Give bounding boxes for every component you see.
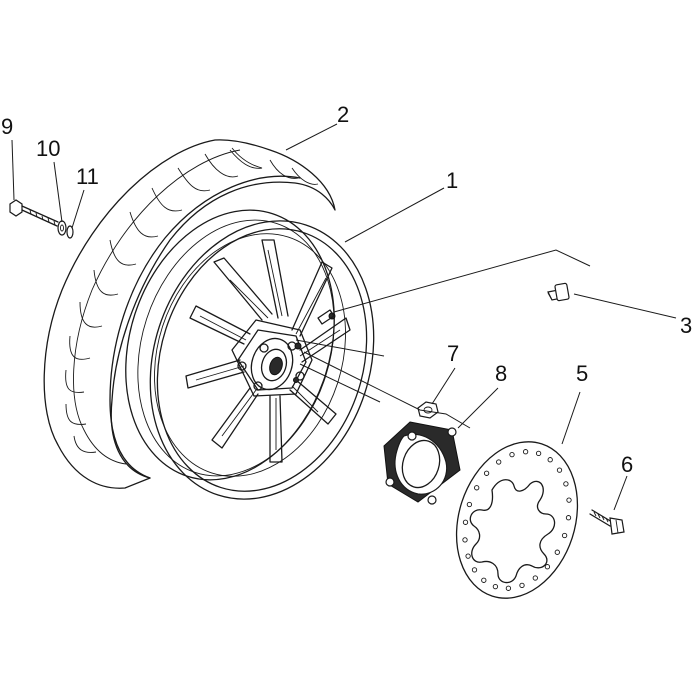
callout-6: 6 [621, 452, 633, 477]
disc-hole [519, 582, 525, 589]
disc-hole [505, 585, 512, 591]
disc-hole [547, 457, 553, 463]
wheel-spokes [185, 239, 351, 463]
valve-stem [317, 309, 335, 325]
bolt-6 [589, 509, 625, 535]
disc-carrier-8 [383, 421, 461, 505]
disc-hole [492, 583, 499, 590]
disc-hole [522, 449, 529, 455]
disc-hole [554, 549, 560, 555]
disc-hole [466, 501, 473, 508]
callout-1: 1 [446, 168, 458, 193]
disc-hole [509, 451, 515, 458]
disc-hole [471, 567, 478, 573]
brake-disc-5 [455, 441, 579, 599]
callout-3: 3 [680, 313, 692, 338]
callout-8: 8 [495, 361, 507, 386]
disc-hole [566, 497, 572, 503]
axle-bolt-9 [9, 199, 59, 227]
disc-hole [532, 575, 538, 581]
disc-hole [465, 553, 471, 559]
callout-11: 11 [76, 164, 99, 189]
disc-hole [556, 467, 563, 473]
disc-hole [544, 564, 551, 570]
disc-hole [496, 459, 502, 465]
callout-2: 2 [337, 102, 349, 127]
washer-11 [66, 225, 74, 239]
washer-10 [57, 220, 67, 236]
disc-hole [483, 470, 490, 476]
screw-3 [547, 282, 570, 302]
tire [43, 139, 336, 489]
callout-labels: 1 2 3 5 6 7 8 9 10 11 [1, 102, 692, 477]
callout-10: 10 [36, 136, 60, 161]
disc-hole [565, 515, 572, 521]
brake-disc-holes [462, 449, 572, 591]
disc-hole [481, 577, 487, 583]
disc-hole [563, 481, 569, 487]
callout-7: 7 [447, 341, 459, 366]
disc-hole [561, 532, 568, 539]
disc-hole [474, 485, 480, 491]
disc-hole [462, 537, 468, 543]
disc-hole [462, 519, 469, 525]
callout-5: 5 [576, 361, 588, 386]
wheel-rim [125, 209, 375, 500]
callout-9: 9 [1, 114, 13, 139]
disc-hole [535, 450, 542, 457]
wheel-hub [231, 312, 336, 397]
leader-lines [11, 123, 677, 511]
nut-7 [417, 401, 439, 419]
